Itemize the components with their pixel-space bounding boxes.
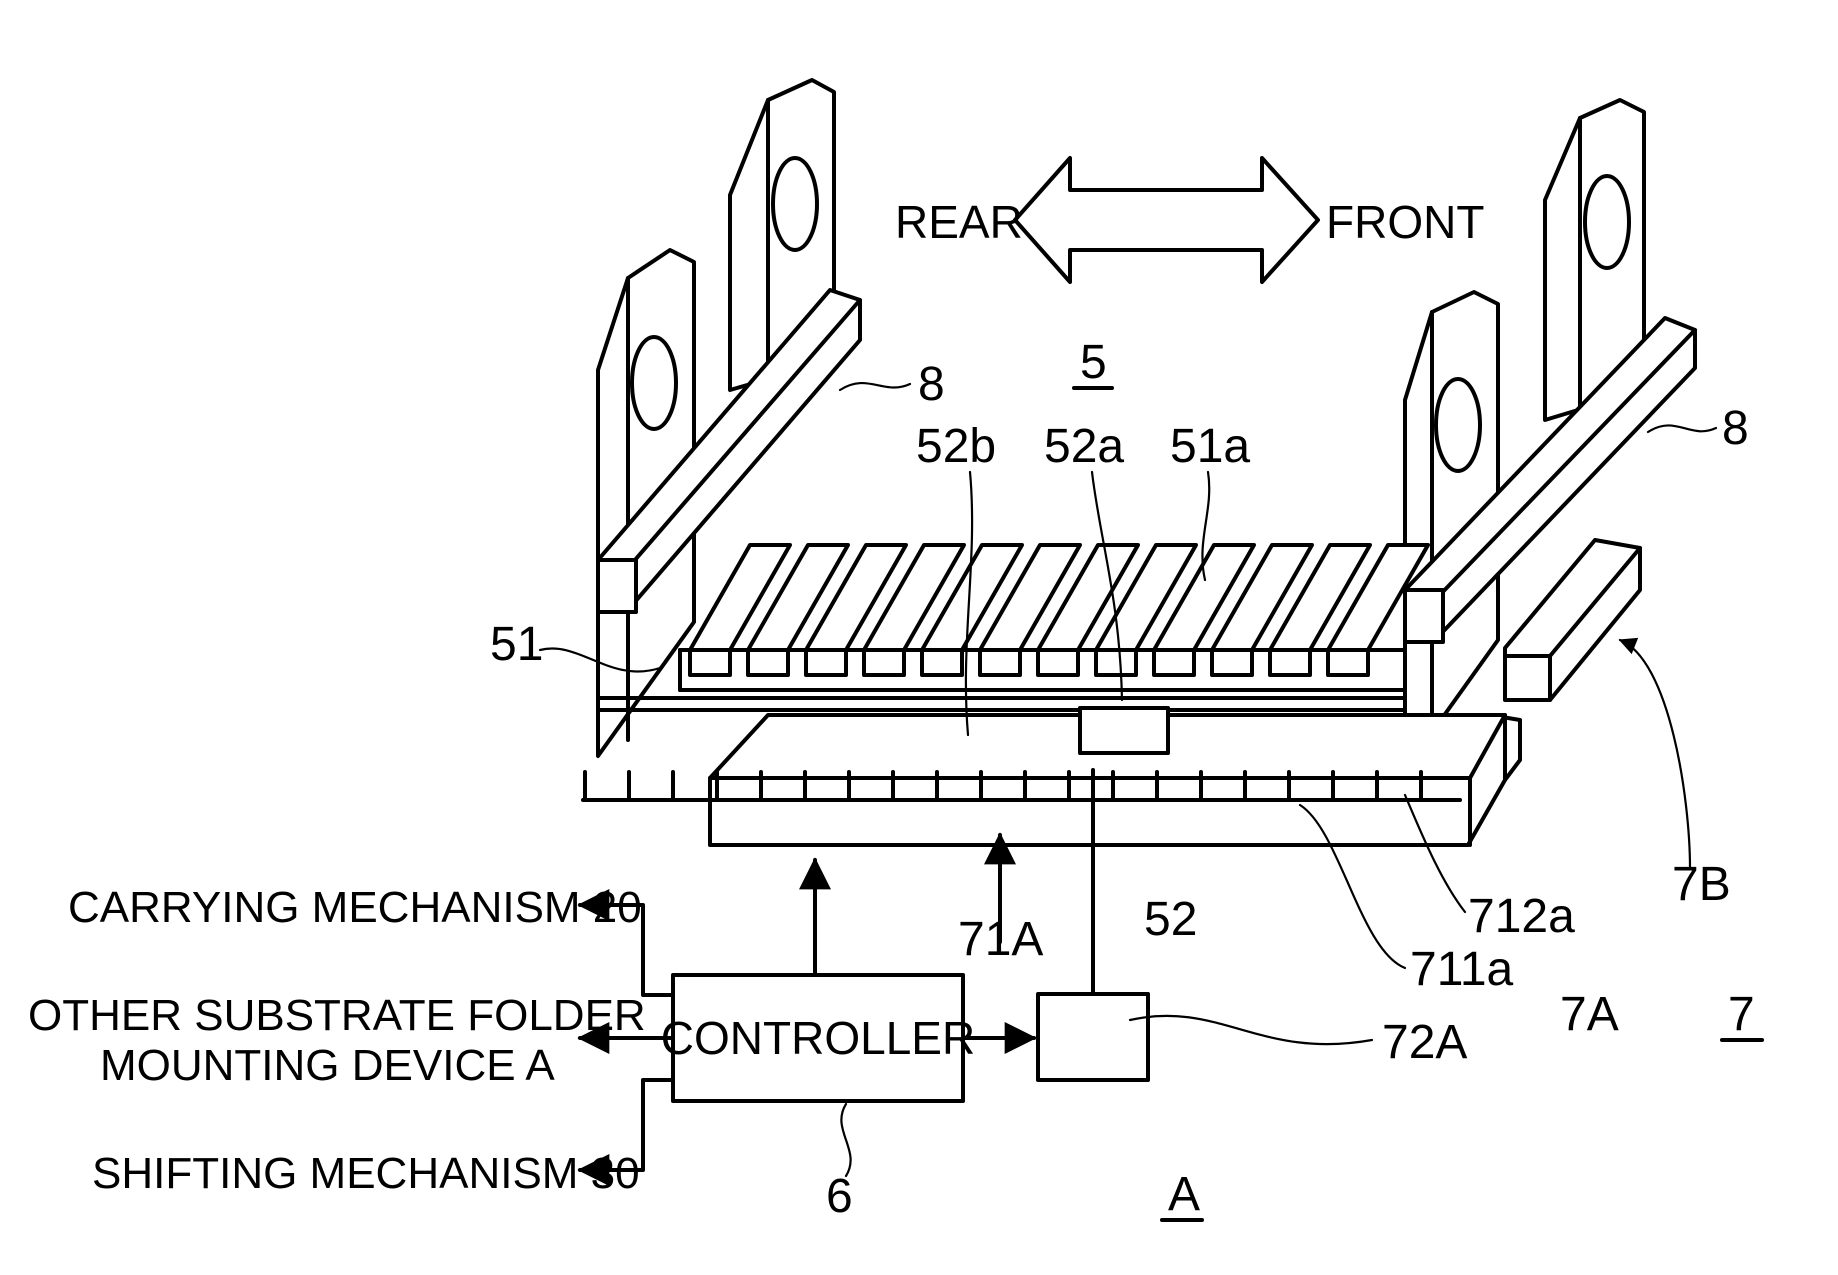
front-label: FRONT xyxy=(1326,196,1484,248)
ref-51: 51 xyxy=(490,618,543,671)
comb-tooth-front xyxy=(864,650,904,675)
comb-tooth-front xyxy=(1212,650,1252,675)
comb-tooth-front xyxy=(1328,650,1368,675)
comb-tooth-front xyxy=(1096,650,1136,675)
ref-52: 52 xyxy=(1144,893,1197,946)
leader-6 xyxy=(841,1104,850,1176)
shifting-mechanism-label: SHIFTING MECHANISM 30 xyxy=(92,1149,640,1198)
rear-label: REAR xyxy=(895,196,1023,248)
ref-5: 5 xyxy=(1080,336,1107,389)
ref-52b: 52b xyxy=(916,420,996,473)
leader-7B xyxy=(1620,640,1690,868)
comb-tooth-front xyxy=(748,650,788,675)
ref-A: A xyxy=(1168,1168,1200,1221)
leader-72A xyxy=(1130,1016,1372,1044)
ref-7: 7 xyxy=(1728,988,1755,1041)
leader-8-left xyxy=(840,383,910,390)
ref-6: 6 xyxy=(826,1170,853,1223)
carrying-mechanism-label: CARRYING MECHANISM 20 xyxy=(68,883,642,932)
comb-tooth-front xyxy=(922,650,962,675)
controller-label: CONTROLLER xyxy=(661,1012,975,1064)
ref-71A: 71A xyxy=(958,913,1043,966)
comb-tooth-front xyxy=(806,650,846,675)
comb-tooth-front xyxy=(690,650,730,675)
other-device-label-line1: OTHER SUBSTRATE FOLDER xyxy=(28,991,646,1040)
comb-tooth-front xyxy=(1154,650,1194,675)
substrate-holder-51 xyxy=(598,545,1428,710)
other-device-label-line2: MOUNTING DEVICE A xyxy=(100,1041,555,1090)
ref-7B: 7B xyxy=(1672,858,1731,911)
comb-tooth-front xyxy=(1038,650,1078,675)
ref-8-right: 8 xyxy=(1722,402,1749,455)
ref-8-left: 8 xyxy=(918,358,945,411)
comb-tooth-front xyxy=(980,650,1020,675)
comb-tooth-front xyxy=(1270,650,1310,675)
ref-52a: 52a xyxy=(1044,420,1124,473)
ref-51a: 51a xyxy=(1170,420,1250,473)
ref-711a: 711a xyxy=(1410,943,1514,996)
leader-8-right xyxy=(1648,425,1716,432)
direction-double-arrow xyxy=(1015,158,1318,282)
plate-52 xyxy=(710,708,1505,845)
ref-712a: 712a xyxy=(1468,890,1575,943)
sensor-72A-box xyxy=(1038,994,1148,1080)
ref-7A: 7A xyxy=(1560,988,1619,1041)
ref-72A: 72A xyxy=(1382,1016,1467,1069)
